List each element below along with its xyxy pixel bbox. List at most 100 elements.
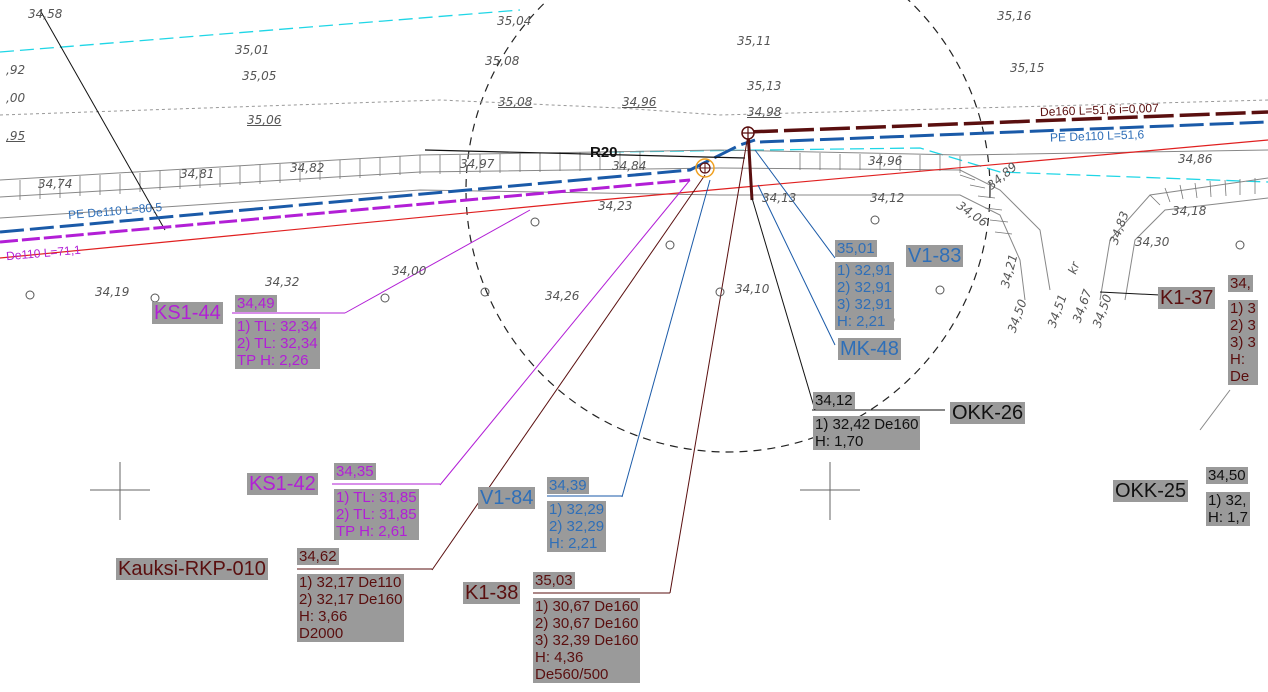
callout-okk-26-name[interactable]: OKK-26	[950, 402, 1026, 424]
callout-okk-26-details: 1) 32,42 De160 H: 1,70	[813, 416, 921, 450]
callout-okk-25-name[interactable]: OKK-25	[1113, 480, 1189, 502]
elevation-label: 34,96	[868, 154, 903, 168]
callout-v1-84-name[interactable]: V1-84	[478, 487, 536, 509]
detail-line: 2) 32,91	[837, 279, 893, 296]
elevation-label: 34,98	[747, 105, 782, 119]
detail-line: H: 2,21	[549, 535, 598, 552]
detail-line: 1) TL: 31,85	[336, 489, 417, 506]
road-edge-1	[0, 149, 1268, 181]
detail-line: 1) TL: 32,34	[237, 318, 318, 335]
callout-k1-38-details: 1) 30,67 De160 2) 30,67 De160 3) 32,39 D…	[533, 598, 641, 683]
elevation-label: 34,19	[95, 285, 130, 299]
detail-line: D2000	[299, 625, 344, 642]
detail-line: 1) 3	[1230, 300, 1256, 317]
elevation-label: ,92	[6, 63, 26, 77]
elevation-label: ,00	[6, 91, 26, 105]
detail-line: H: 1,7	[1208, 509, 1249, 526]
callout-k1-38-name[interactable]: K1-38	[463, 582, 521, 604]
callout-k1-38-top: 35,03	[533, 572, 575, 589]
detail-line: H: 2,21	[837, 313, 886, 330]
elevation-label: 34,13	[762, 191, 797, 205]
callout-ks1-42-details: 1) TL: 31,85 2) TL: 31,85 TP H: 2,61	[334, 489, 419, 540]
elevation-label: 35,08	[498, 95, 533, 109]
detail-line: H: 4,36	[535, 649, 584, 666]
detail-line: 1) 32,29	[549, 501, 605, 518]
callout-ks1-42-name[interactable]: KS1-42	[247, 473, 318, 495]
slope-hatching	[19, 151, 1256, 235]
callout-v1-84-top: 34,39	[547, 477, 589, 494]
callout-k1-37-name[interactable]: K1-37	[1158, 287, 1216, 309]
callout-v1-83-name[interactable]: V1-83	[906, 245, 964, 267]
detail-line: 2) TL: 32,34	[237, 335, 318, 352]
callout-rkp-010-details: 1) 32,17 De110 2) 32,17 De160 H: 3,66 D2…	[297, 574, 405, 642]
elevation-label: 35,16	[997, 9, 1032, 23]
tree-symbols	[25, 215, 1245, 325]
darkred-pipe-right	[747, 110, 1268, 134]
elevation-label: 35,13	[747, 79, 782, 93]
callout-okk-25-details: 1) 32, H: 1,7	[1206, 492, 1251, 526]
elevation-label: 34,84	[612, 159, 647, 173]
detail-line: 3) 3	[1230, 334, 1256, 351]
road-edge-4	[1099, 177, 1268, 301]
detail-line: De	[1230, 368, 1250, 385]
detail-line: De560/500	[535, 666, 609, 683]
radius-label: R20	[590, 144, 618, 161]
blue-water-pipe-right	[759, 120, 1268, 144]
callout-k1-37-details: 1) 3 2) 3 3) 3 H: De	[1228, 300, 1258, 385]
elevation-label: 35,08	[485, 54, 520, 68]
elevation-label: 35,15	[1010, 61, 1045, 75]
leader-rkp	[431, 174, 706, 571]
detail-line: TP H: 2,26	[237, 352, 309, 369]
detail-line: 1) 32,42 De160	[815, 416, 919, 433]
elevation-label: 34,26	[545, 289, 580, 303]
black-diagonal	[39, 9, 166, 231]
callout-ks1-44-details: 1) TL: 32,34 2) TL: 32,34 TP H: 2,26	[235, 318, 320, 369]
detail-line: 2) 3	[1230, 317, 1256, 334]
detail-line: 3) 32,91	[837, 296, 893, 313]
cyan-line-top	[0, 9, 521, 53]
detail-line: 1) 32,17 De110	[299, 574, 402, 591]
black-radius-line	[424, 149, 746, 159]
elevation-label: 34,12	[870, 191, 905, 205]
gray-dashed-top	[0, 99, 1268, 116]
elevation-label: 34,97	[460, 157, 495, 171]
pipe-label-pe-de110-right: PE De110 L=51,6	[1049, 127, 1145, 145]
manhole-symbols	[695, 126, 755, 178]
detail-line: 1) 30,67 De160	[535, 598, 639, 615]
leader-k1-37b	[1199, 389, 1231, 431]
detail-line: H: 1,70	[815, 433, 864, 450]
elevation-label: 34,18	[1172, 204, 1207, 218]
road-edge-3	[0, 189, 1026, 301]
radius-circle	[465, 0, 991, 453]
elevation-label: 34,96	[622, 95, 657, 109]
leader-k1-37	[1099, 291, 1161, 296]
elevation-label: 35,01	[235, 43, 270, 57]
callout-ks1-44-name[interactable]: KS1-44	[152, 302, 223, 324]
callout-ks1-44-top: 34,49	[235, 295, 277, 312]
detail-line: H:	[1230, 351, 1245, 368]
crosshair-marks	[90, 462, 860, 520]
callout-v1-83-top: 35,01	[835, 240, 877, 257]
callout-mk-48-name[interactable]: MK-48	[838, 338, 901, 360]
elevation-label: 35,04	[497, 14, 532, 28]
callout-okk-26-top: 34,12	[813, 392, 855, 409]
callout-k1-37-top: 34,	[1228, 275, 1253, 292]
callout-v1-83-details: 1) 32,91 2) 32,91 3) 32,91 H: 2,21	[835, 262, 895, 330]
detail-line: 2) 32,17 De160	[299, 591, 403, 608]
elevation-label: 34,32	[265, 275, 300, 289]
callout-rkp-010-name[interactable]: Kauksi-RKP-010	[116, 558, 268, 580]
elevation-label: 34,82	[290, 161, 325, 175]
elevation-label: 34,74	[38, 177, 73, 191]
leader-okk-26	[751, 197, 816, 411]
callout-ks1-42-top: 34,35	[334, 463, 376, 480]
detail-line: 2) TL: 31,85	[336, 506, 417, 523]
elevation-label: 35,06	[247, 113, 282, 127]
detail-line: TP H: 2,61	[336, 523, 408, 540]
detail-line: 2) 32,29	[549, 518, 605, 535]
red-boundary-line	[0, 139, 1268, 259]
elevation-label: 34,00	[392, 264, 427, 278]
elevation-label: 34,10	[735, 282, 770, 296]
detail-line: H: 3,66	[299, 608, 348, 625]
callout-underlines	[232, 312, 945, 594]
elevation-label: 34,86	[1178, 152, 1213, 166]
